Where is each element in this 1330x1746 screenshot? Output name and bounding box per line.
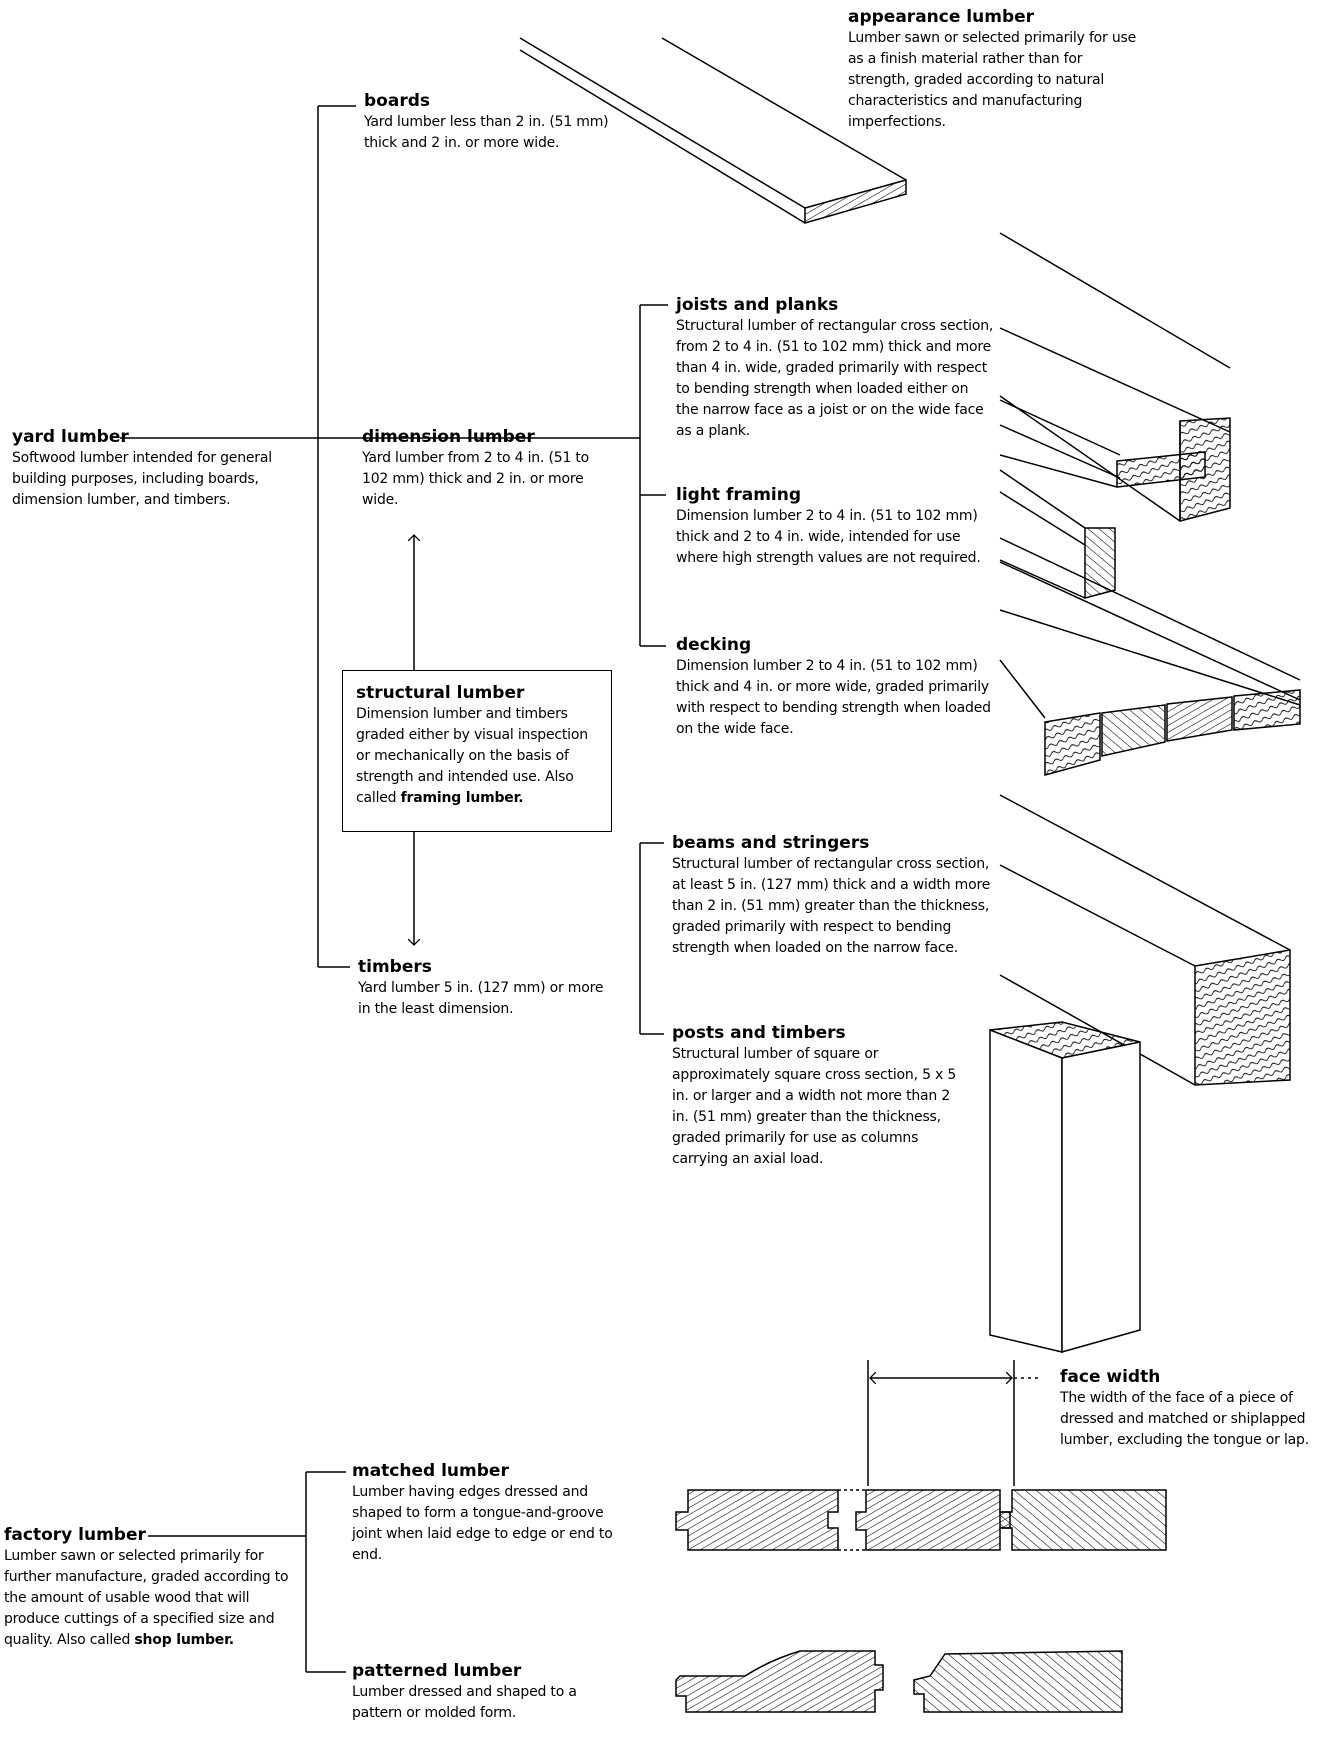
timbers-term: timbers Yard lumber 5 in. (127 mm) or mo… xyxy=(358,956,618,1020)
matched-lumber-title: matched lumber xyxy=(352,1461,509,1481)
patterned-section xyxy=(675,1650,1123,1713)
beams-and-stringers-term: beams and stringers Structural lumber of… xyxy=(672,832,992,959)
factory-lumber-desc: Lumber sawn or selected primarily for fu… xyxy=(4,1548,289,1648)
appearance-lumber-desc: Lumber sawn or selected primarily for us… xyxy=(848,30,1137,130)
patterned-lumber-desc: Lumber dressed and shaped to a pattern o… xyxy=(352,1684,577,1721)
appearance-lumber-title: appearance lumber xyxy=(848,7,1035,27)
patterned-lumber-title: patterned lumber xyxy=(352,1661,522,1681)
structural-lumber-term: structural lumber Dimension lumber and t… xyxy=(356,682,602,809)
decking-illustration xyxy=(999,537,1301,776)
boards-term: boards Yard lumber less than 2 in. (51 m… xyxy=(364,90,624,154)
timbers-title: timbers xyxy=(358,957,432,977)
face-width-desc: The width of the face of a piece of dres… xyxy=(1060,1390,1309,1448)
board-illustration xyxy=(519,37,907,224)
face-width-term: face width The width of the face of a pi… xyxy=(1060,1366,1328,1451)
dimension-lumber-term: dimension lumber Yard lumber from 2 to 4… xyxy=(362,426,602,511)
beam-illustration xyxy=(999,794,1291,1086)
decking-title: decking xyxy=(676,635,752,655)
plank-illustration xyxy=(999,399,1206,488)
light-framing-term: light framing Dimension lumber 2 to 4 in… xyxy=(676,484,986,569)
decking-term: decking Dimension lumber 2 to 4 in. (51 … xyxy=(676,634,994,740)
matched-lumber-desc: Lumber having edges dressed and shaped t… xyxy=(352,1484,613,1563)
yard-lumber-desc: Softwood lumber intended for general bui… xyxy=(12,450,272,508)
shop-lumber-label: shop lumber. xyxy=(134,1632,234,1648)
tongue-groove-section xyxy=(675,1489,1167,1551)
posts-and-timbers-title: posts and timbers xyxy=(672,1023,846,1043)
yard-lumber-term: yard lumber Softwood lumber intended for… xyxy=(12,426,302,511)
posts-and-timbers-desc: Structural lumber of square or approxima… xyxy=(672,1046,957,1167)
face-width-title: face width xyxy=(1060,1367,1161,1387)
dimension-lumber-desc: Yard lumber from 2 to 4 in. (51 to 102 m… xyxy=(362,450,590,508)
light-framing-illustration xyxy=(999,469,1116,599)
face-width-dimension xyxy=(867,1360,1040,1486)
yard-lumber-title: yard lumber xyxy=(12,427,129,447)
factory-lumber-title: factory lumber xyxy=(4,1525,146,1545)
factory-lumber-term: factory lumber Lumber sawn or selected p… xyxy=(4,1524,294,1651)
boards-title: boards xyxy=(364,91,430,111)
matched-lumber-term: matched lumber Lumber having edges dress… xyxy=(352,1460,622,1566)
light-framing-title: light framing xyxy=(676,485,802,505)
beams-and-stringers-title: beams and stringers xyxy=(672,833,870,853)
structural-lumber-desc: Dimension lumber and timbers graded eith… xyxy=(356,706,588,806)
posts-and-timbers-term: posts and timbers Structural lumber of s… xyxy=(672,1022,962,1170)
joists-and-planks-desc: Structural lumber of rectangular cross s… xyxy=(676,318,994,439)
joists-and-planks-title: joists and planks xyxy=(676,295,839,315)
beams-and-stringers-desc: Structural lumber of rectangular cross s… xyxy=(672,856,991,956)
decking-desc: Dimension lumber 2 to 4 in. (51 to 102 m… xyxy=(676,658,991,737)
structural-lumber-title: structural lumber xyxy=(356,683,525,703)
structural-lumber-box xyxy=(342,670,612,832)
post-illustration xyxy=(989,1021,1141,1353)
dimension-lumber-title: dimension lumber xyxy=(362,427,535,447)
framing-lumber-label: framing lumber. xyxy=(400,790,524,806)
light-framing-desc: Dimension lumber 2 to 4 in. (51 to 102 m… xyxy=(676,508,981,566)
appearance-lumber-term: appearance lumber Lumber sawn or selecte… xyxy=(848,6,1148,133)
joists-and-planks-term: joists and planks Structural lumber of r… xyxy=(676,294,994,442)
timbers-desc: Yard lumber 5 in. (127 mm) or more in th… xyxy=(358,980,604,1017)
patterned-lumber-term: patterned lumber Lumber dressed and shap… xyxy=(352,1660,622,1724)
boards-desc: Yard lumber less than 2 in. (51 mm) thic… xyxy=(364,114,609,151)
